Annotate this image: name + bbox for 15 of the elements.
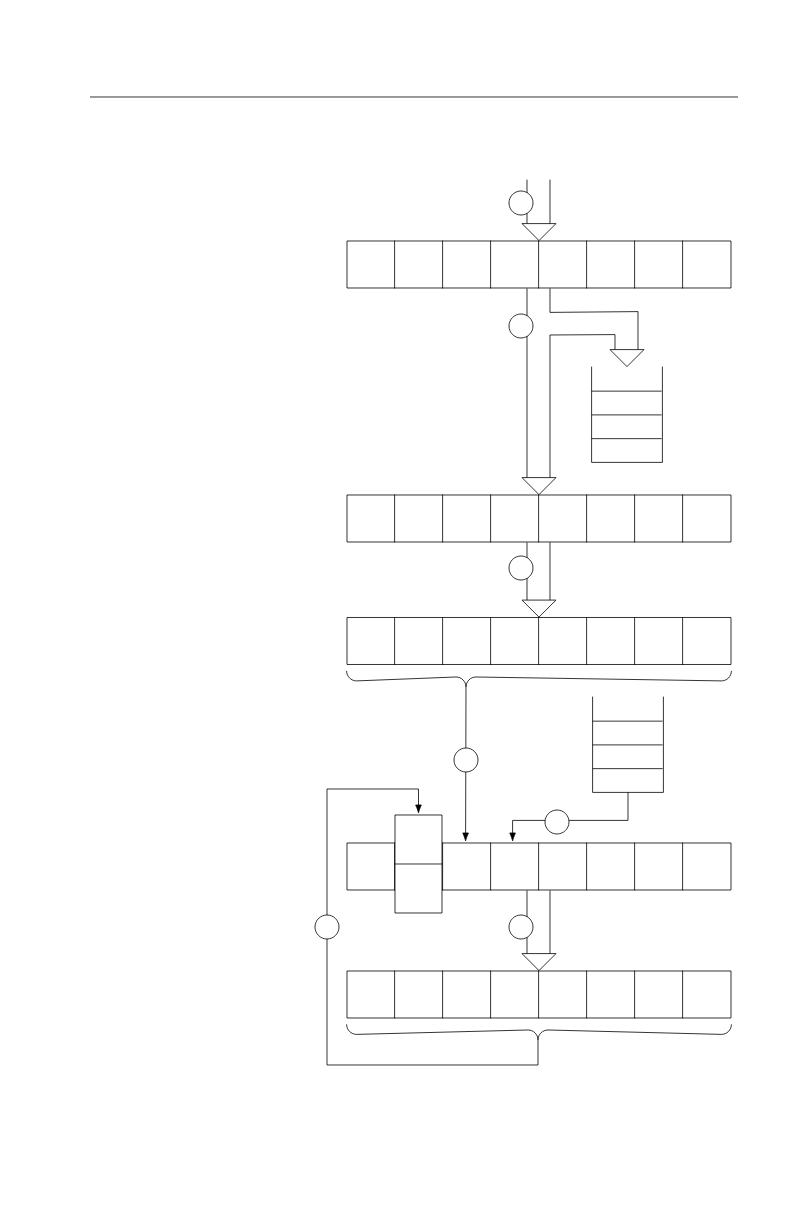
hollow-arrow xyxy=(549,288,645,367)
hollow-arrow xyxy=(521,288,616,495)
hollow-arrow xyxy=(521,542,557,618)
stack xyxy=(592,696,664,793)
register-row xyxy=(346,842,732,891)
split-cell xyxy=(394,814,443,914)
hollow-arrow xyxy=(521,179,557,241)
register-row xyxy=(346,494,732,543)
hollow-arrow xyxy=(521,890,557,971)
register-row xyxy=(346,970,732,1019)
brace-arrow xyxy=(326,788,732,1066)
register-row xyxy=(346,240,732,289)
stack xyxy=(591,366,663,463)
register-row xyxy=(346,616,732,666)
arrow xyxy=(509,792,629,842)
